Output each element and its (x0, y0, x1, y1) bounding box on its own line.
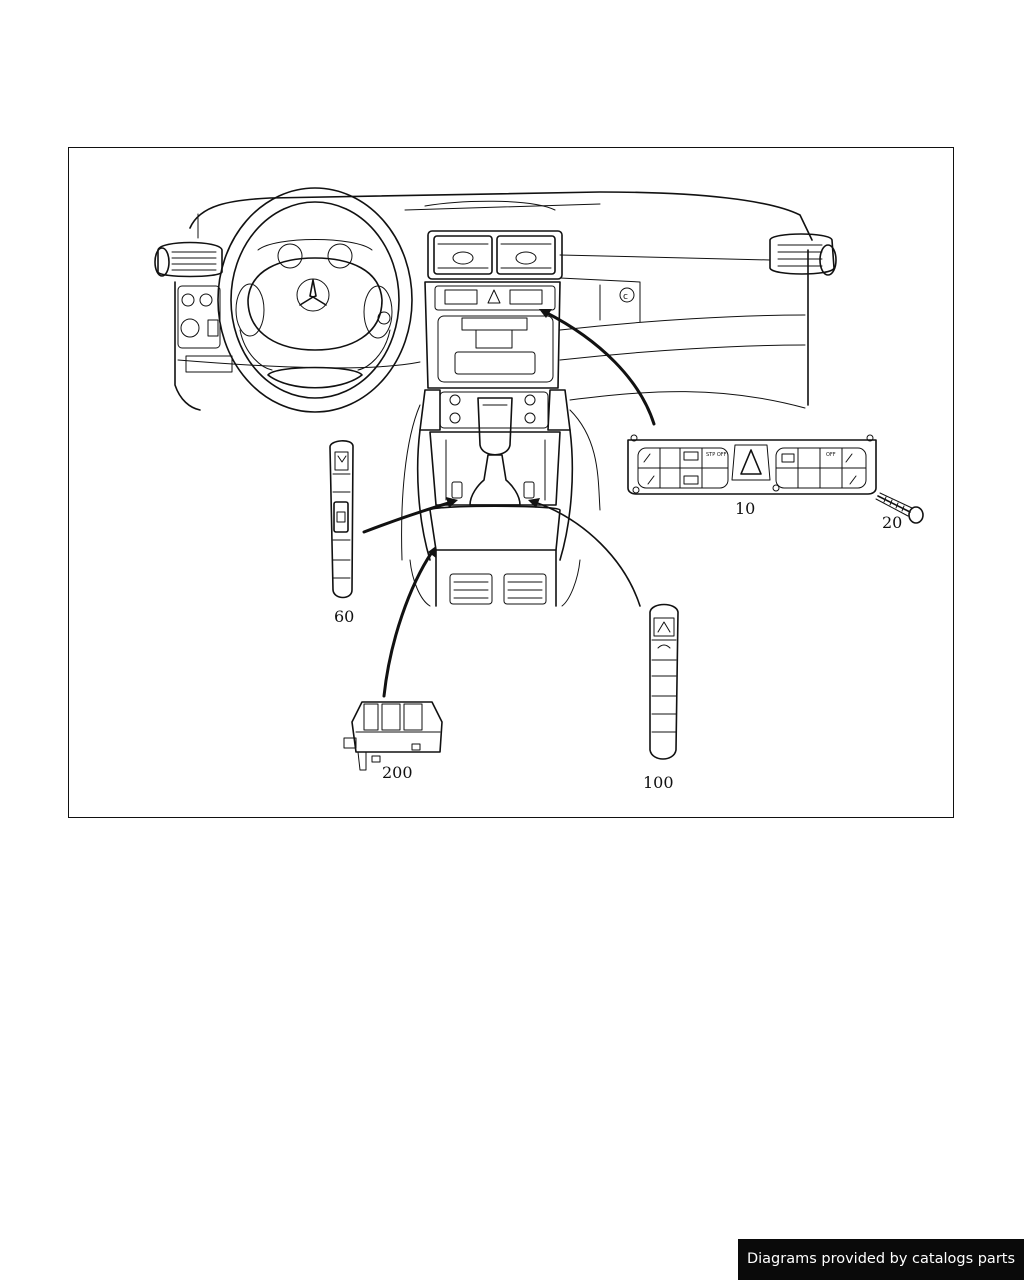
right-side-vent (769, 233, 837, 276)
steering-wheel (217, 187, 413, 413)
part-label-10: 10 (735, 499, 755, 518)
dashboard-outline: c (174, 191, 813, 561)
part-60-switch-panel (329, 440, 354, 599)
center-stack (419, 281, 571, 431)
credit-badge: Diagrams provided by catalogs parts (738, 1239, 1024, 1280)
left-side-vent (154, 241, 223, 278)
part-100-switch-panel (649, 603, 679, 760)
part-label-100: 100 (643, 773, 674, 792)
svg-text:c: c (623, 292, 628, 302)
leader-arrows (362, 309, 656, 698)
part-20-screw (875, 492, 924, 524)
part-10-switch-strip: STP OFF OFF (627, 434, 877, 495)
center-vents (427, 230, 563, 280)
switch-label-off: OFF (826, 452, 836, 458)
part-200-switch-block (343, 701, 443, 771)
switch-label-stp-off: STP OFF (706, 452, 727, 458)
light-switch-panel (177, 285, 233, 373)
gear-tunnel (409, 397, 581, 607)
part-label-200: 200 (382, 763, 413, 782)
part-label-60: 60 (334, 607, 354, 626)
part-label-20: 20 (882, 513, 902, 532)
